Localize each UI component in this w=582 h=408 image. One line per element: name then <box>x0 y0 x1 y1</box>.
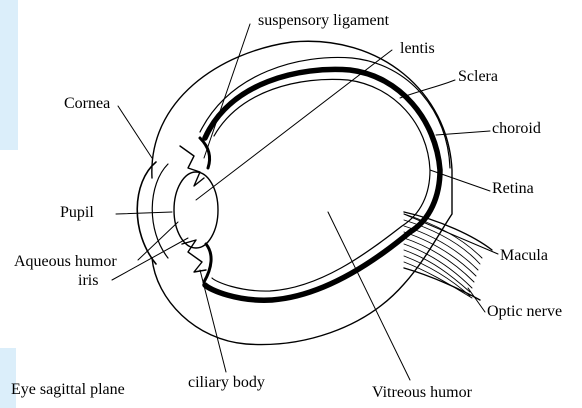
iris-top <box>180 146 204 186</box>
choroid-band <box>205 69 440 300</box>
leader-sclera <box>400 80 455 98</box>
sclera-outline <box>152 41 452 344</box>
ciliary-bottom <box>204 244 211 282</box>
iris-bottom <box>182 240 206 272</box>
label-choroid: choroid <box>492 120 541 138</box>
leader-cornea <box>118 106 152 158</box>
label-aqueous-humor: Aqueous humor <box>14 253 117 271</box>
label-suspensory-ligament: suspensory ligament <box>258 12 389 30</box>
lens <box>174 172 218 248</box>
leader-vitreous <box>328 212 410 380</box>
diagram-caption: Eye sagittal plane <box>11 381 125 399</box>
label-optic-nerve: Optic nerve <box>487 303 562 321</box>
label-pupil: Pupil <box>60 204 94 222</box>
label-retina: Retina <box>492 180 534 198</box>
ciliary-top <box>200 138 210 168</box>
leader-pupil <box>116 212 172 214</box>
leader-iris <box>112 238 188 280</box>
label-macula: Macula <box>500 247 548 265</box>
label-sclera: Sclera <box>458 68 498 86</box>
label-cornea: Cornea <box>64 95 110 113</box>
label-iris: iris <box>78 272 98 290</box>
label-lentis: lentis <box>400 40 435 58</box>
leader-ciliary <box>200 270 226 372</box>
label-ciliary-body: ciliary body <box>188 374 265 392</box>
label-vitreous-humor: Vitreous humor <box>372 384 472 402</box>
sclera-inner <box>200 57 450 168</box>
leader-lines <box>112 24 498 380</box>
leader-optic <box>468 288 485 312</box>
retina-line <box>212 79 430 291</box>
